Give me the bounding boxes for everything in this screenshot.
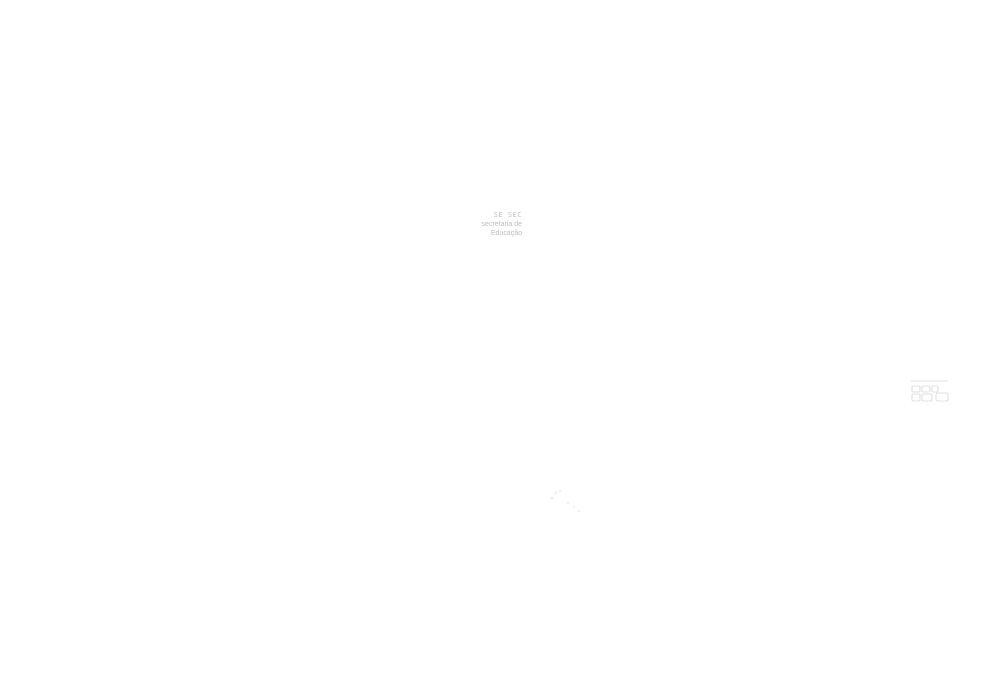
- brand-logo-text: SE SEC: [493, 211, 522, 219]
- loading-spinner-icon: [550, 490, 581, 513]
- brand-line-2: Educação: [490, 230, 522, 237]
- grid-logo-icon: [911, 380, 949, 402]
- brand-block: SE SEC secretaria de Educação: [458, 211, 522, 238]
- brand-line-1: secretaria de: [481, 221, 522, 228]
